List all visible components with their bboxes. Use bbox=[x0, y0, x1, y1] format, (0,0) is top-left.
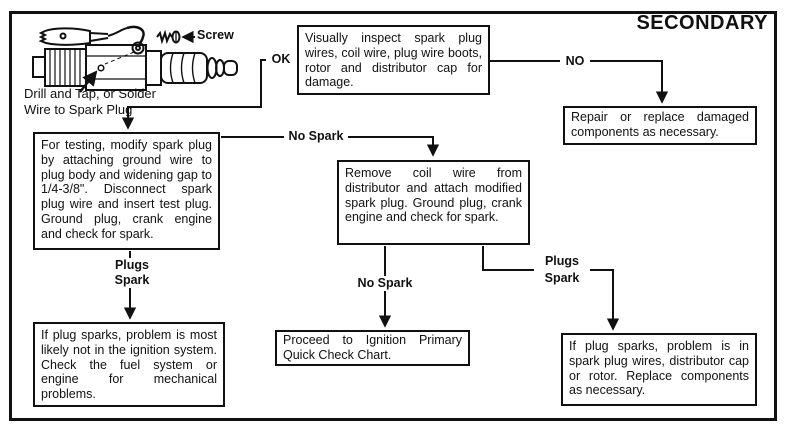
spark-plug-body-icon bbox=[32, 44, 238, 91]
label-plugs-right-line2: Spark bbox=[544, 271, 580, 285]
label-ok: OK bbox=[266, 52, 296, 67]
label-plugs-right-line1: Plugs bbox=[544, 254, 580, 268]
box-ignition-primary-chart: Proceed to Ignition Primary Quick Check … bbox=[275, 330, 470, 366]
label-plugs-spark-left: Plugs Spark bbox=[106, 258, 158, 288]
label-plugs-spark-right: Plugs Spark bbox=[534, 253, 590, 287]
caption-line-1: Drill and Tap, or Solder bbox=[24, 86, 156, 101]
caption-line-2: Wire to Spark Plug bbox=[24, 101, 133, 117]
illustration-caption: Drill and Tap, or Solder Wire to Spark P… bbox=[24, 86, 156, 117]
box-replace-components: If plug sparks, problem is in spark plug… bbox=[561, 333, 757, 406]
wire-leader-line bbox=[104, 51, 135, 65]
screw-label: Screw bbox=[197, 28, 234, 42]
caption-pointer-arrow bbox=[79, 70, 98, 93]
box-visually-inspect: Visually inspect spark plug wires, coil … bbox=[297, 25, 490, 95]
connector-no bbox=[490, 60, 669, 104]
box-remove-coil-wire: Remove coil wire from distributor and at… bbox=[337, 160, 530, 245]
label-plugs-left-line1: Plugs bbox=[114, 258, 150, 272]
box-check-fuel-system: If plug sparks, problem is most likely n… bbox=[33, 322, 225, 407]
label-no-spark-top: No Spark bbox=[284, 129, 348, 144]
label-no-spark-bottom: No Spark bbox=[353, 276, 417, 291]
spark-plug-illustration bbox=[32, 25, 238, 93]
chart-frame-border bbox=[9, 11, 777, 421]
box-modify-spark-plug: For testing, modify spark plug by attach… bbox=[33, 132, 220, 250]
label-plugs-left-line2: Spark bbox=[114, 273, 150, 287]
box-repair-replace: Repair or replace damaged components as … bbox=[563, 106, 757, 145]
page-title: SECONDARY bbox=[636, 12, 768, 34]
ground-wire-icon bbox=[126, 25, 145, 55]
drill-point-marker bbox=[97, 64, 105, 72]
label-no: NO bbox=[560, 54, 590, 69]
screw-icon bbox=[156, 29, 181, 45]
alligator-clip-icon bbox=[38, 27, 128, 46]
